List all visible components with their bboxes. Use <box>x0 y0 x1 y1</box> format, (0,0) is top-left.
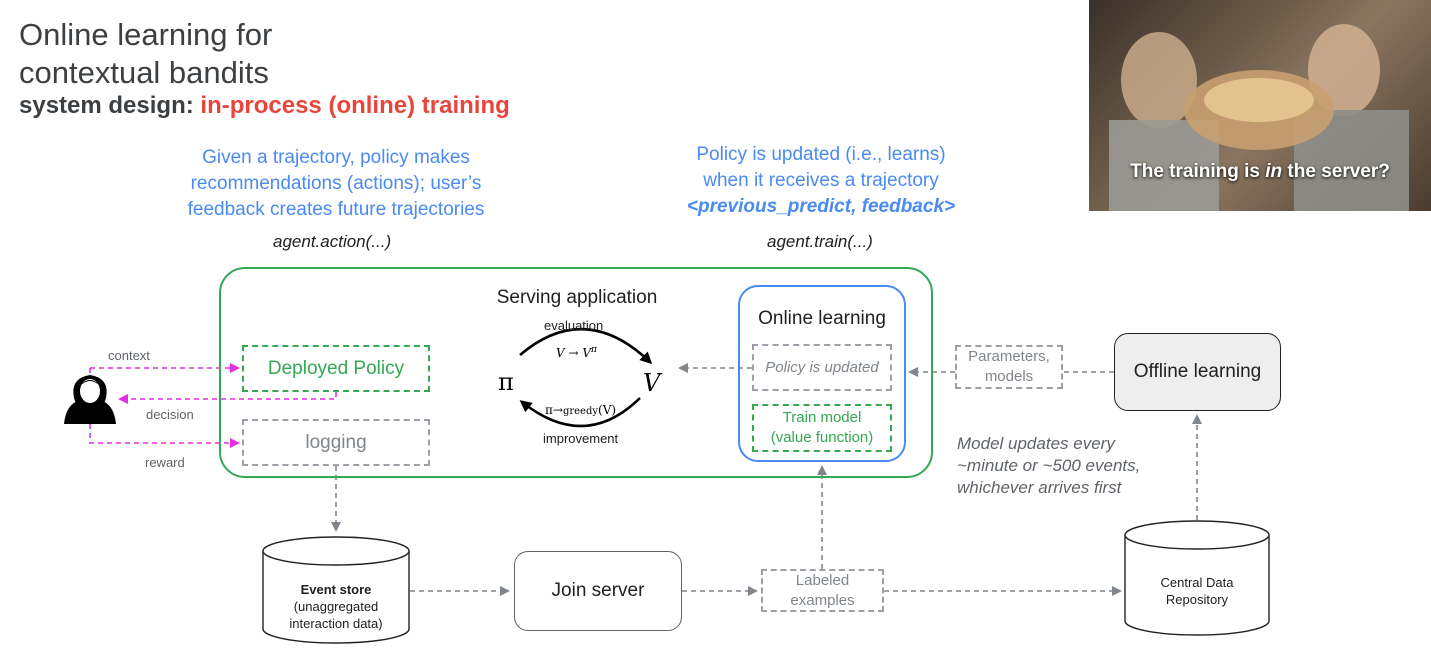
parameters-line-1: Parameters, <box>968 348 1050 365</box>
context-label: context <box>108 348 150 363</box>
note-left-line-1: Given a trajectory, policy makes <box>202 147 470 168</box>
deployed-policy-box: Deployed Policy <box>242 345 430 392</box>
caption-emphasis: in <box>1265 161 1283 182</box>
train-model-line-1: Train model <box>782 409 862 426</box>
logging-box: logging <box>242 419 430 466</box>
decision-label: decision <box>146 407 194 422</box>
caption-part-1: The training is <box>1130 161 1266 182</box>
meme-caption: The training is in the server? <box>1089 161 1431 183</box>
offline-learning-box: Offline learning <box>1114 333 1281 411</box>
decision-arrow <box>118 392 337 404</box>
central-repository-label: Central Data Repository <box>1125 574 1269 608</box>
note-right-line-1: Policy is updated (i.e., learns) <box>696 144 946 165</box>
event-store-title: Event store <box>300 582 372 597</box>
improvement-expression: π→greedy(V) <box>545 403 616 417</box>
event-store-line-2: (unaggregated <box>293 599 379 614</box>
policy-recommendation-note: Given a trajectory, policy makes recomme… <box>166 145 506 223</box>
evaluation-label: evaluation <box>544 318 604 333</box>
model-note-line-3: whichever arrives first <box>957 478 1122 497</box>
evaluation-expr-base: V → V <box>556 346 592 360</box>
policy-updated-box: Policy is updated <box>752 344 892 391</box>
improvement-expr-post: (V) <box>598 403 617 417</box>
labeled-line-2: examples <box>790 591 855 609</box>
note-left-line-3: feedback creates future trajectories <box>187 199 485 220</box>
reward-label: reward <box>145 455 185 470</box>
parameters-line-2: models <box>984 368 1034 385</box>
event-store-label: Event store (unaggregated interaction da… <box>263 581 409 632</box>
meme-illustration <box>1109 24 1409 211</box>
labeled-examples-box: Labeled examples <box>761 569 884 612</box>
note-right-line-3: <previous_predict, feedback> <box>686 196 956 217</box>
evaluation-arc <box>519 327 653 365</box>
model-note-line-2: ~minute or ~500 events, <box>957 456 1141 475</box>
subtitle-accent: in-process (online) training <box>200 92 510 119</box>
title-line-1: Online learning for <box>19 17 273 52</box>
parameters-models-box: Parameters, models <box>955 345 1063 389</box>
subtitle: system design: in-process (online) train… <box>19 92 510 120</box>
labeled-line-1: Labeled <box>795 571 850 589</box>
central-line-1: Central Data <box>1160 575 1234 590</box>
page-title: Online learning for contextual bandits <box>19 16 272 92</box>
agent-action-label: agent.action(...) <box>273 232 392 251</box>
caption-part-2: the server? <box>1282 161 1390 182</box>
model-update-note: Model updates every ~minute or ~500 even… <box>957 433 1140 499</box>
improvement-label: improvement <box>543 431 619 446</box>
user-avatar-icon <box>64 375 116 424</box>
central-line-2: Repository <box>1165 592 1229 607</box>
agent-train-label: agent.train(...) <box>767 232 873 251</box>
improvement-expr-sub: greedy <box>562 406 599 417</box>
pi-symbol: π <box>498 368 514 396</box>
join-server-box: Join server <box>514 551 682 631</box>
serving-application-box <box>219 267 933 478</box>
title-line-2: contextual bandits <box>19 55 269 90</box>
event-store-cylinder <box>262 536 410 644</box>
evaluation-expr-sup: π <box>591 345 597 355</box>
v-symbol: V <box>643 369 661 397</box>
train-model-line-2: (value function) <box>770 429 874 446</box>
subtitle-prefix: system design: <box>19 92 194 119</box>
server-meme-image: The training is in the server? <box>1089 0 1431 211</box>
train-model-box: Train model (value function) <box>752 404 892 452</box>
improvement-expr-pre: π→ <box>545 403 563 417</box>
event-store-line-3: interaction data) <box>289 616 383 631</box>
policy-update-note: Policy is updated (i.e., learns) when it… <box>661 142 981 220</box>
online-learning-box <box>738 285 906 462</box>
central-repository-cylinder <box>1124 520 1270 636</box>
note-right-line-2: when it receives a trajectory <box>703 170 939 191</box>
online-learning-title: Online learning <box>758 308 886 329</box>
reward-arrow <box>89 424 240 448</box>
improvement-arc <box>519 397 641 428</box>
note-left-line-2: recommendations (actions); user’s <box>190 173 482 194</box>
model-note-line-1: Model updates every <box>957 434 1115 453</box>
evaluation-expression: V → Vπ <box>556 345 597 360</box>
serving-application-title: Serving application <box>496 287 658 308</box>
